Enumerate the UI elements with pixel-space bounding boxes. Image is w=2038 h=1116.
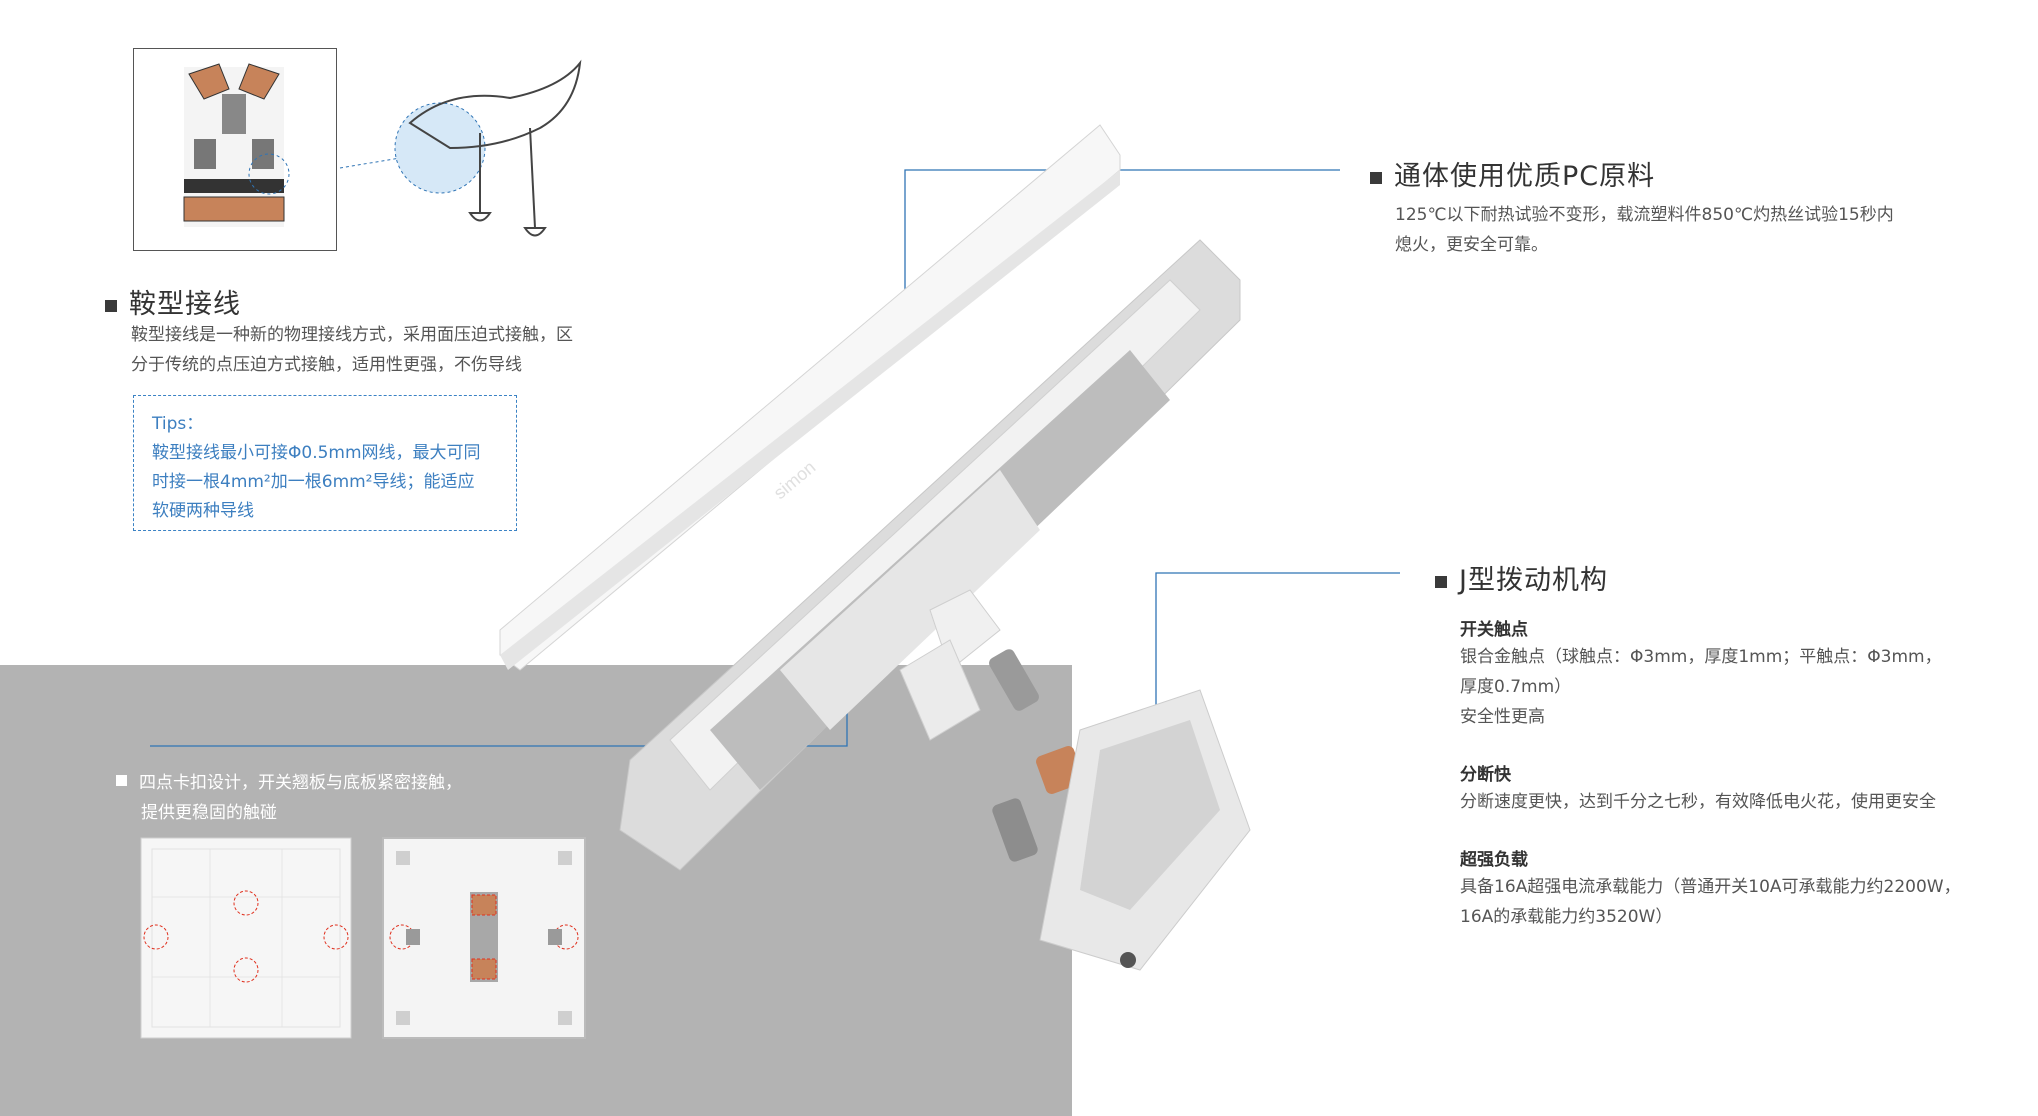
break-title: 分断快 [1460, 765, 1511, 785]
tips-box: Tips： 鞍型接线最小可接Φ0.5mm网线，最大可同 时接一根4mm²加一根6… [133, 395, 517, 531]
contact-title: 开关触点 [1460, 620, 1528, 640]
j-section-details: 开关触点 银合金触点（球触点：Φ3mm，厚度1mm；平触点：Φ3mm， 厚度0.… [1460, 615, 2020, 932]
pc-desc-line1: 125℃以下耐热试验不变形，载流塑料件850℃灼热丝试验15秒内 [1395, 205, 1894, 225]
load-line2: 16A的承载能力约3520W） [1460, 907, 1673, 927]
pc-description: 125℃以下耐热试验不变形，载流塑料件850℃灼热丝试验15秒内 熄火，更安全可… [1395, 200, 1894, 260]
bullet-square-icon [116, 774, 127, 786]
contact-line2: 厚度0.7mm） [1460, 677, 1572, 697]
break-line1: 分断速度更快，达到千分之七秒，有效降低电火花，使用更安全 [1460, 792, 1936, 812]
pc-desc-line2: 熄火，更安全可靠。 [1395, 235, 1548, 255]
saddle-title: 鞍型接线 [129, 289, 241, 320]
tips-label: Tips： [152, 414, 204, 434]
contact-line1: 银合金触点（球触点：Φ3mm，厚度1mm；平触点：Φ3mm， [1460, 647, 1942, 667]
pc-section-heading: 通体使用优质PC原料 [1370, 154, 1655, 193]
clip-line1: 四点卡扣设计，开关翘板与底板紧密接触， [139, 773, 462, 793]
saddle-wiring-closeup [133, 48, 337, 251]
saddle-desc-line2: 分于传统的点压迫方式接触，适用性更强，不伤导线 [131, 355, 522, 375]
saddle-illustration [339, 59, 582, 237]
j-section-heading: J型拨动机构 [1435, 558, 1608, 597]
load-line1: 具备16A超强电流承载能力（普通开关10A可承载能力约2200W， [1460, 877, 1961, 897]
saddle-description: 鞍型接线是一种新的物理接线方式，采用面压迫式接触，区 分于传统的点压迫方式接触，… [131, 320, 573, 380]
pc-title: 通体使用优质PC原料 [1394, 161, 1656, 192]
j-title: J型拨动机构 [1459, 565, 1608, 596]
contact-line3: 安全性更高 [1460, 707, 1545, 727]
switch-exploded-illustration: simon [499, 124, 1251, 971]
saddle-section-heading: 鞍型接线 [105, 282, 241, 321]
svg-text:simon: simon [770, 457, 820, 503]
bullet-square-icon [105, 299, 117, 312]
tips-line3: 软硬两种导线 [152, 501, 254, 521]
base-plate-front-image [382, 837, 586, 1039]
clip-line2: 提供更稳固的触碰 [141, 803, 277, 823]
bullet-square-icon [1370, 171, 1382, 184]
clip-description: 四点卡扣设计，开关翘板与底板紧密接触， 提供更稳固的触碰 [116, 768, 462, 828]
bullet-square-icon [1435, 575, 1447, 588]
tips-line1: 鞍型接线最小可接Φ0.5mm网线，最大可同 [152, 443, 481, 463]
saddle-desc-line1: 鞍型接线是一种新的物理接线方式，采用面压迫式接触，区 [131, 325, 573, 345]
tips-line2: 时接一根4mm²加一根6mm²导线；能适应 [152, 472, 475, 492]
cover-plate-back-image [140, 837, 352, 1039]
load-title: 超强负载 [1460, 850, 1528, 870]
